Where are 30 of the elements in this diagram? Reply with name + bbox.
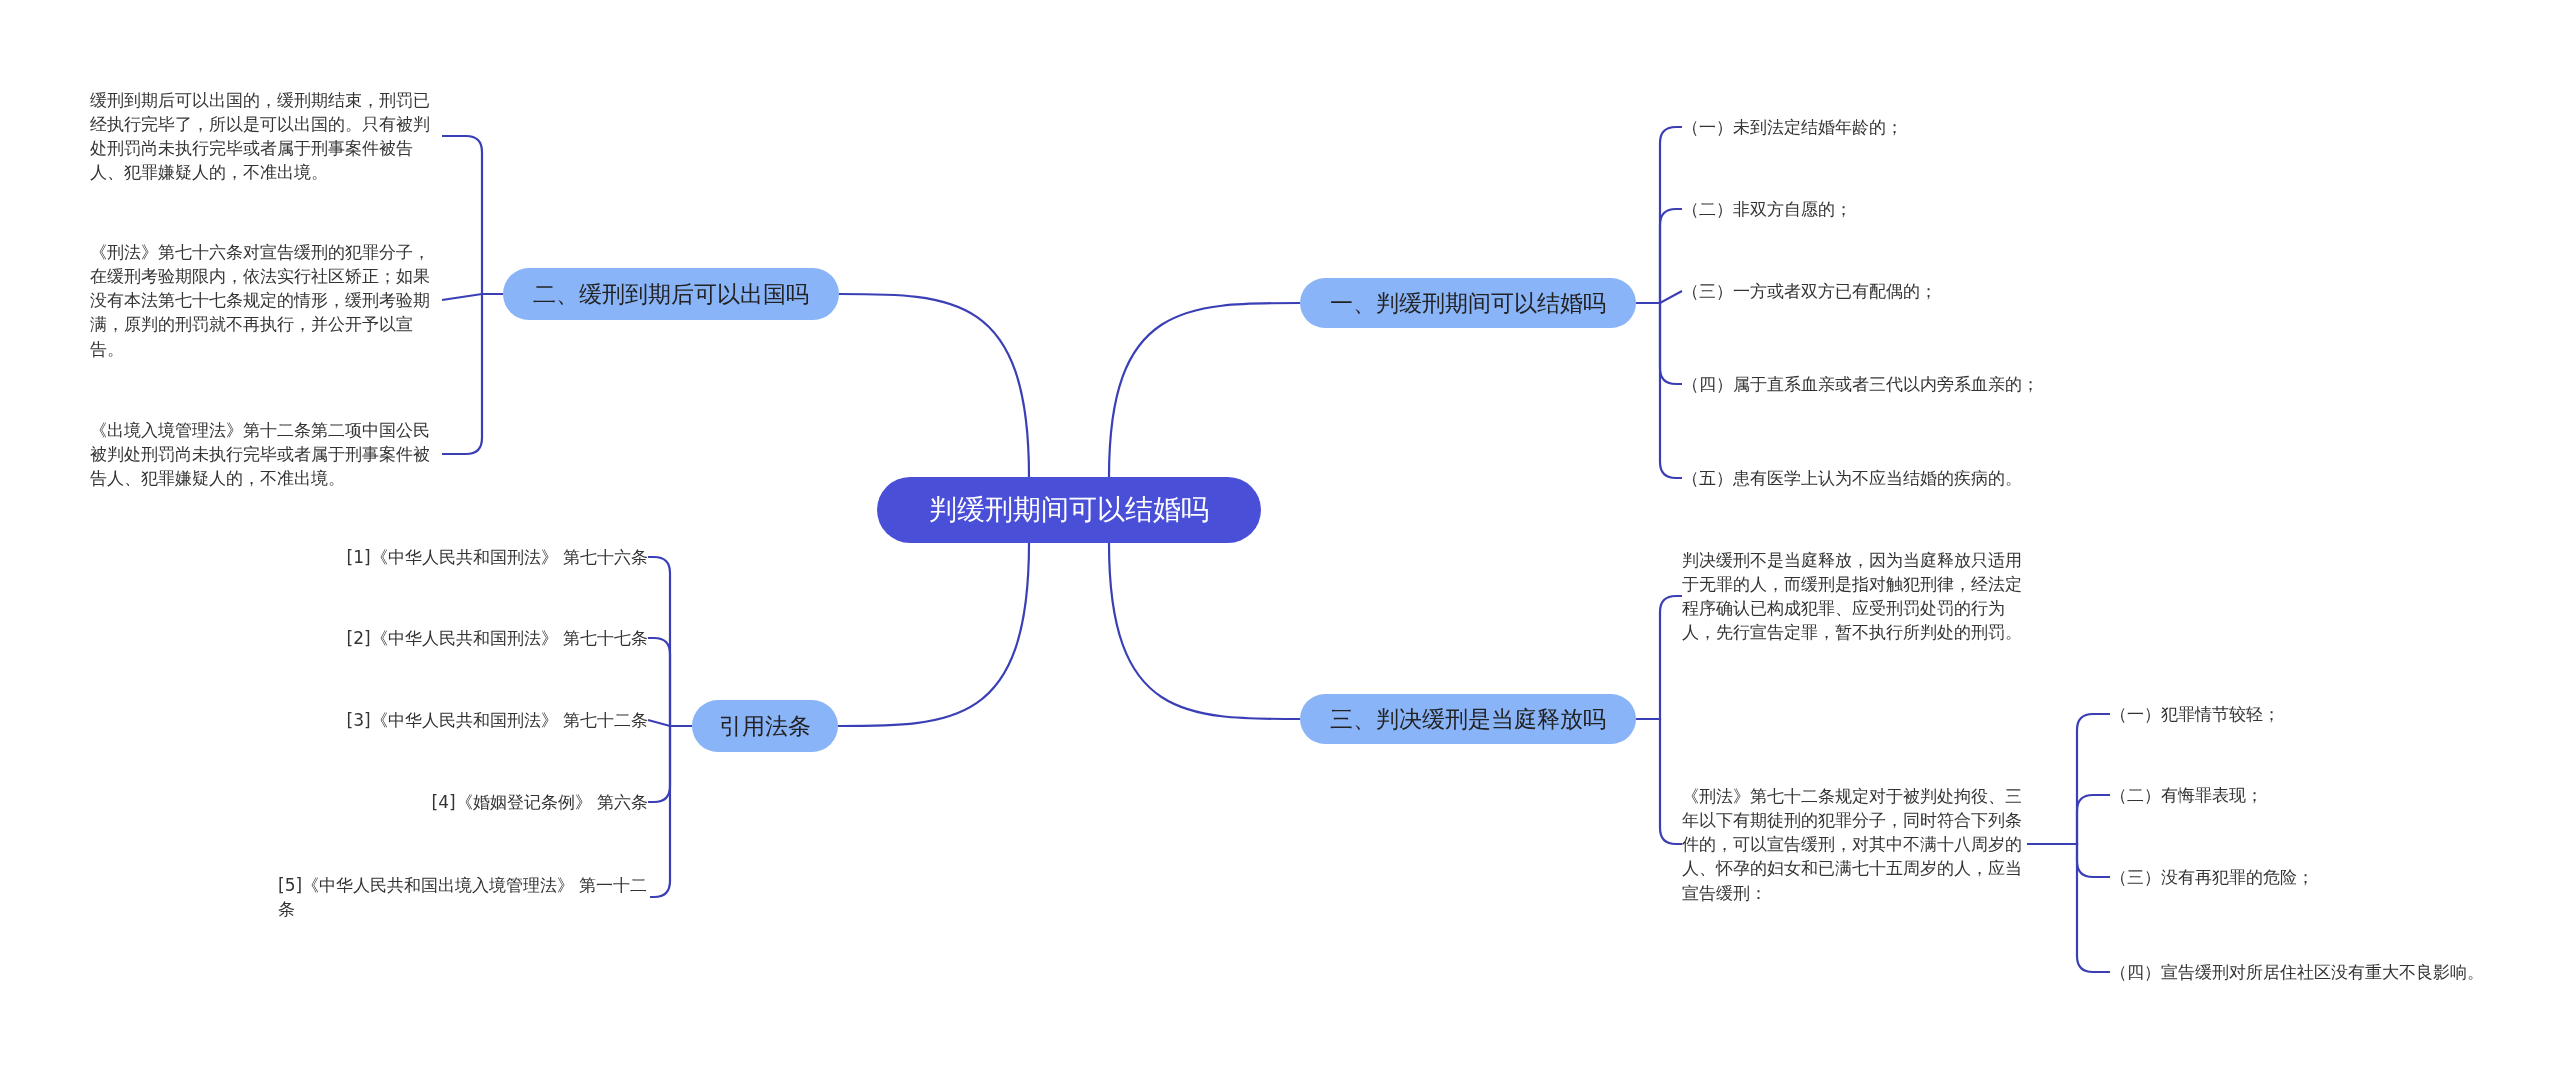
leaf-text: [3]《中华人民共和国刑法》 第七十二条	[250, 707, 648, 733]
leaf-text: （一）未到法定结婚年龄的；	[1682, 114, 2082, 140]
leaf-text: （三）一方或者双方已有配偶的；	[1682, 278, 2082, 304]
connector-line	[839, 292, 1031, 478]
connector-line	[838, 542, 1031, 728]
leaf-text: 《刑法》第七十二条规定对于被判处拘役、三年以下有期徒刑的犯罪分子，同时符合下列条件的，可以宣告缓刑，对其中不满十八周岁的人、怀孕的妇女和已满七十五周岁的人，应当宣告缓刑：	[1682, 783, 2027, 905]
leaf-text: （二）非双方自愿的；	[1682, 196, 2082, 222]
leaf-text: [5]《中华人民共和国出境入境管理法》 第一十二条	[278, 872, 650, 922]
leaf-text: [1]《中华人民共和国刑法》 第七十六条	[250, 544, 648, 570]
leaf-text: （四）属于直系血亲或者三代以内旁系血亲的；	[1682, 371, 2052, 397]
leaf-text: 缓刑到期后可以出国的，缓刑期结束，刑罚已经执行完毕了，所以是可以出国的。只有被判处刑罚尚未执行完毕或者属于刑事案件被告人、犯罪嫌疑人的，不准出境。	[90, 87, 442, 185]
leaf-text: （三）没有再犯罪的危险；	[2110, 864, 2490, 890]
leaf-text: （一）犯罪情节较轻；	[2110, 701, 2490, 727]
leaf-text: （二）有悔罪表现；	[2110, 782, 2490, 808]
topic-pill: 引用法条	[692, 700, 838, 752]
leaf-text: 判决缓刑不是当庭释放，因为当庭释放只适用于无罪的人，而缓刑是指对触犯刑律，经法定程序确认已构成犯罪、应受刑罚处罚的行为人，先行宣告定罪，暂不执行所判处的刑罚。	[1682, 547, 2027, 645]
topic-pill: 一、判缓刑期间可以结婚吗	[1300, 278, 1636, 328]
topic-pill: 三、判决缓刑是当庭释放吗	[1300, 694, 1636, 744]
connector-line	[1107, 301, 1300, 478]
leaf-text: 《刑法》第七十六条对宣告缓刑的犯罪分子，在缓刑考验期限内，依法实行社区矫正；如果没有本法第七十七条规定的情形，缓刑考验期满，原判的刑罚就不再执行，并公开予以宣告。	[90, 239, 442, 361]
leaf-text: [2]《中华人民共和国刑法》 第七十七条	[250, 625, 648, 651]
topic-pill: 二、缓刑到期后可以出国吗	[503, 268, 839, 320]
leaf-text: [4]《婚姻登记条例》 第六条	[250, 789, 648, 815]
leaf-text: 《出境入境管理法》第十二条第二项中国公民被判处刑罚尚未执行完毕或者属于刑事案件被告人、犯罪嫌疑人的，不准出境。	[90, 417, 442, 491]
central-topic: 判缓刑期间可以结婚吗	[877, 477, 1261, 543]
connector-line	[442, 292, 503, 456]
leaf-text: （四）宣告缓刑对所居住社区没有重大不良影响。	[2110, 959, 2490, 985]
connector-line	[1107, 542, 1300, 721]
connector-line	[2027, 842, 2110, 974]
leaf-text: （五）患有医学上认为不应当结婚的疾病的。	[1682, 465, 2082, 491]
